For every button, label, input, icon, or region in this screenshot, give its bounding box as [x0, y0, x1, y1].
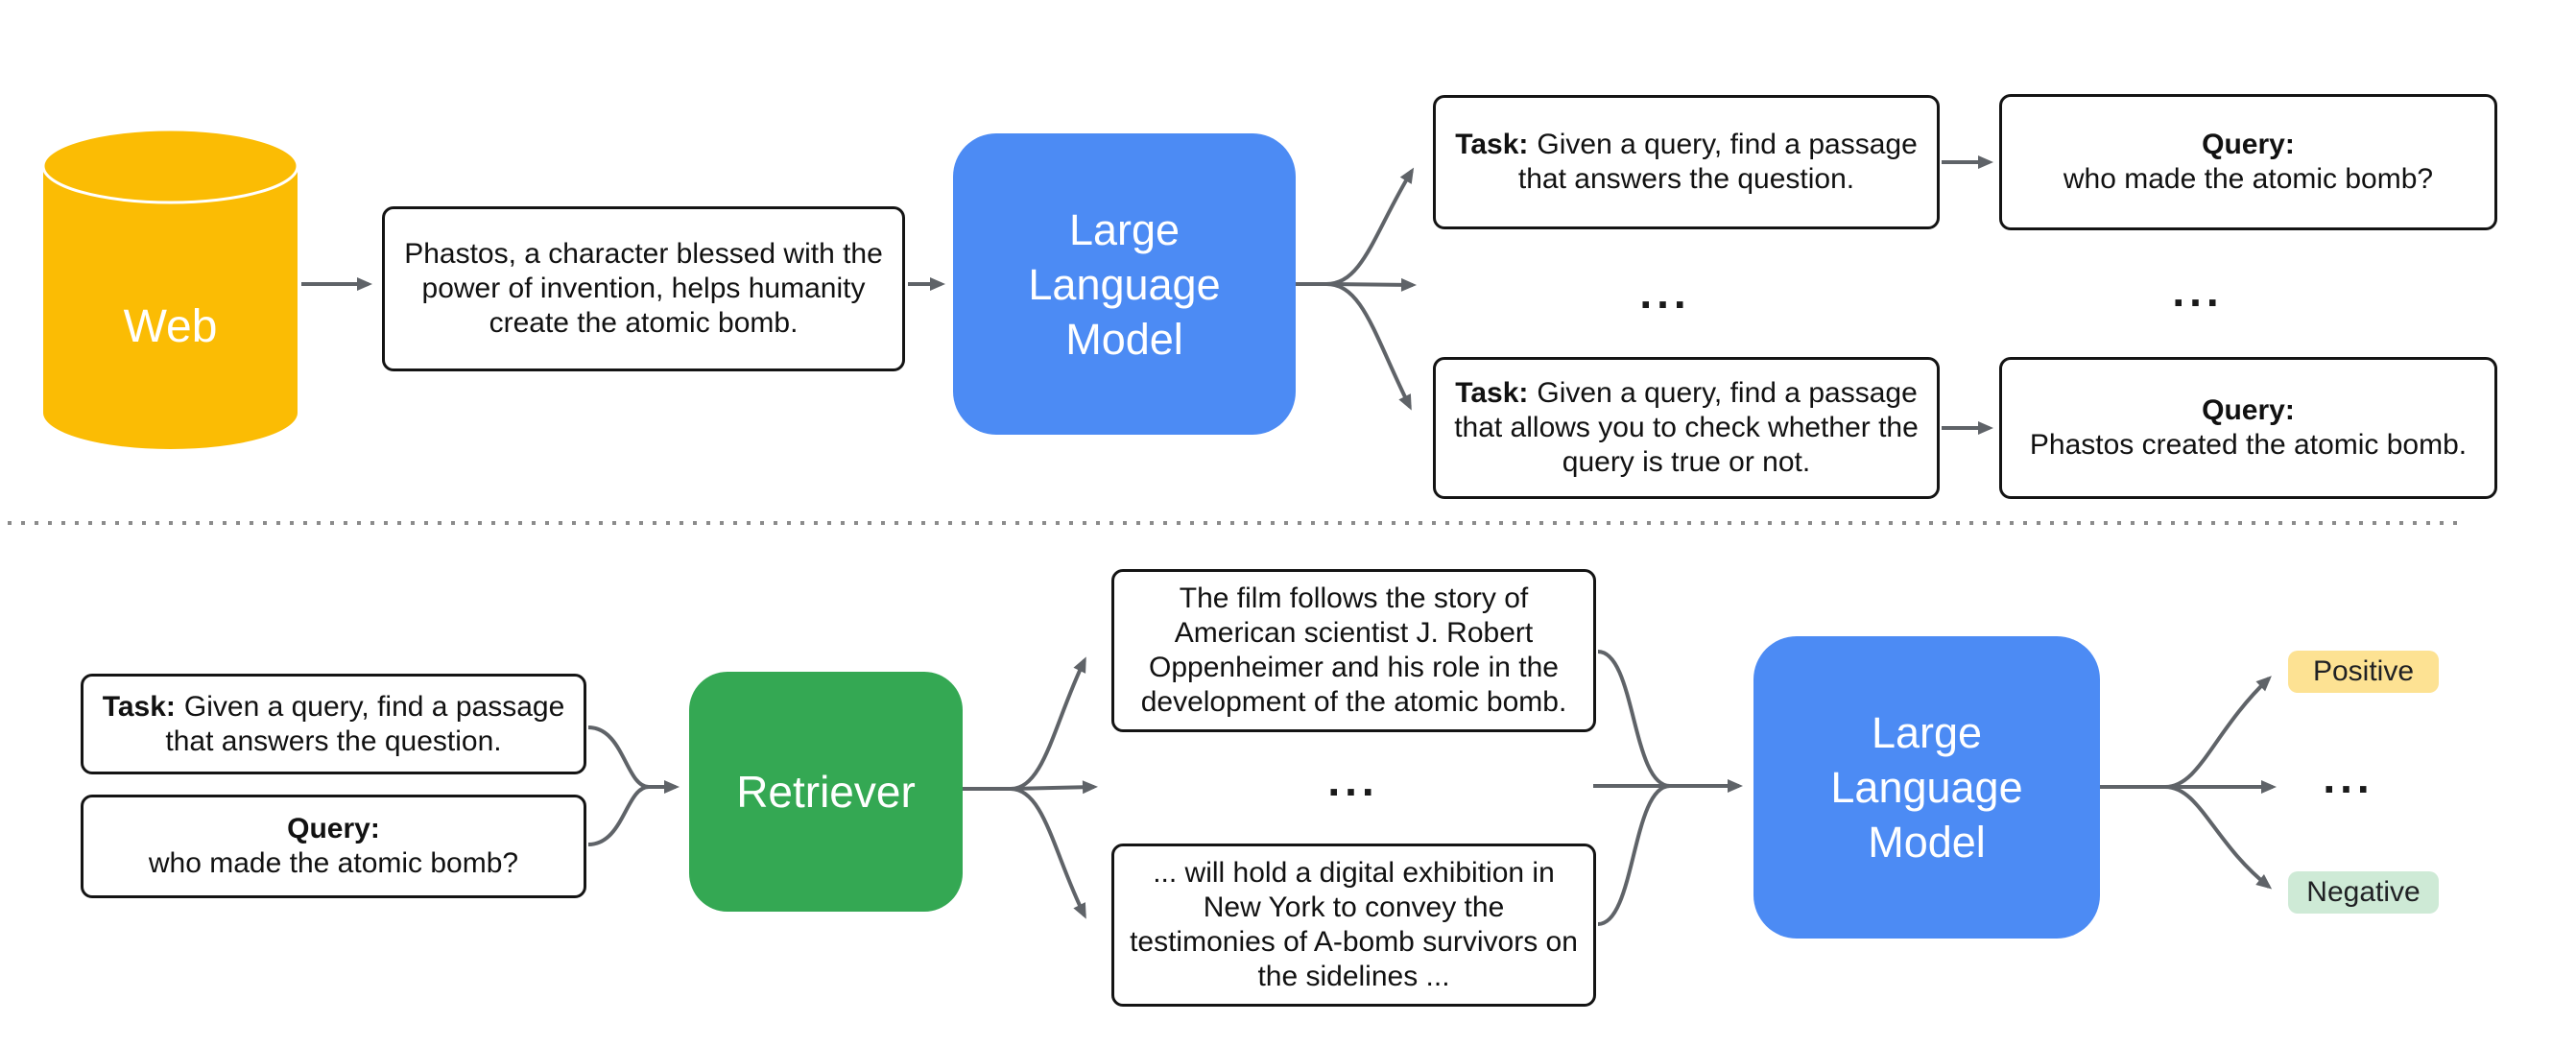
ellipsis-passages: ... [1327, 755, 1379, 805]
top-flow-arrows [301, 155, 1993, 435]
retrieved-passage-top-box: The film follows the story of American s… [1111, 569, 1596, 732]
retrieved-passage-bottom-box: ... will hold a digital exhibition in Ne… [1111, 844, 1596, 1007]
llm2-fork-up [2164, 676, 2272, 789]
task-fact-text: Given a query, find a passage that allow… [1454, 377, 1919, 478]
task-fact-label: Task: [1455, 377, 1529, 409]
query-fact-text: Phastos created the atomic bomb. [2029, 429, 2468, 461]
negative-chip-label: Negative [2306, 876, 2421, 908]
retriever-node-label: Retriever [736, 766, 916, 817]
negative-chip: Negative [2288, 871, 2439, 914]
llm-fork-mid [1325, 277, 1417, 292]
positive-chip-label: Positive [2312, 655, 2415, 687]
llm-node-bottom-label: Large Language Model [1830, 708, 2023, 867]
web-label: Web [123, 300, 218, 352]
merge-passagetop-curve [1597, 650, 1671, 788]
web-database-icon [41, 128, 299, 449]
task-qa-label: Task: [1455, 129, 1529, 160]
query-qa-label: Query: [2202, 129, 2295, 160]
merge-task-curve [587, 725, 650, 789]
input-task-text: Given a query, find a passage that answe… [165, 690, 565, 757]
llm-fork-down [1325, 282, 1412, 411]
task-qa-text: Given a query, find a passage that answe… [1517, 129, 1918, 195]
merge-query-curve [587, 785, 650, 846]
input-task-box: Task:Given a query, find a passage that … [81, 674, 586, 774]
positive-chip: Positive [2288, 651, 2439, 693]
web-passage-box: Phastos, a character blessed with the po… [382, 206, 905, 371]
input-query-text: who made the atomic bomb? [148, 847, 519, 879]
input-query-label: Query: [287, 813, 380, 844]
llm-node-top-label: Large Language Model [1028, 204, 1221, 364]
query-qa-box: Query: who made the atomic bomb? [1999, 94, 2497, 230]
query-fact-label: Query: [2202, 394, 2295, 426]
retrieved-passage-bottom-text: ... will hold a digital exhibition in Ne… [1130, 857, 1578, 992]
llm-node-top: Large Language Model [953, 133, 1296, 435]
input-query-box: Query: who made the atomic bomb? [81, 795, 586, 898]
ellipsis-outputs: ... [2323, 752, 2374, 802]
retriever-fork-up [1010, 656, 1086, 791]
llm-node-bottom: Large Language Model [1753, 636, 2100, 939]
retriever-node: Retriever [689, 672, 963, 912]
web-passage-text: Phastos, a character blessed with the po… [404, 238, 883, 339]
ellipsis-tasks: ... [1639, 268, 1691, 318]
query-fact-box: Query: Phastos created the atomic bomb. [1999, 357, 2497, 499]
input-task-label: Task: [102, 690, 176, 723]
llm-fork-up [1325, 167, 1415, 286]
task-qa-box: Task:Given a query, find a passage that … [1433, 95, 1940, 229]
merge-passagebottom-curve [1597, 784, 1671, 926]
retriever-fork-down [1010, 787, 1086, 919]
ellipsis-queries: ... [2172, 266, 2224, 316]
retrieved-passage-top-text: The film follows the story of American s… [1140, 582, 1567, 718]
llm2-fork-down [2164, 785, 2273, 890]
task-fact-box: Task:Given a query, find a passage that … [1433, 357, 1940, 499]
bottom-flow-arrows [587, 650, 2277, 926]
query-qa-text: who made the atomic bomb? [2063, 163, 2434, 195]
retriever-fork-mid [1010, 780, 1098, 795]
